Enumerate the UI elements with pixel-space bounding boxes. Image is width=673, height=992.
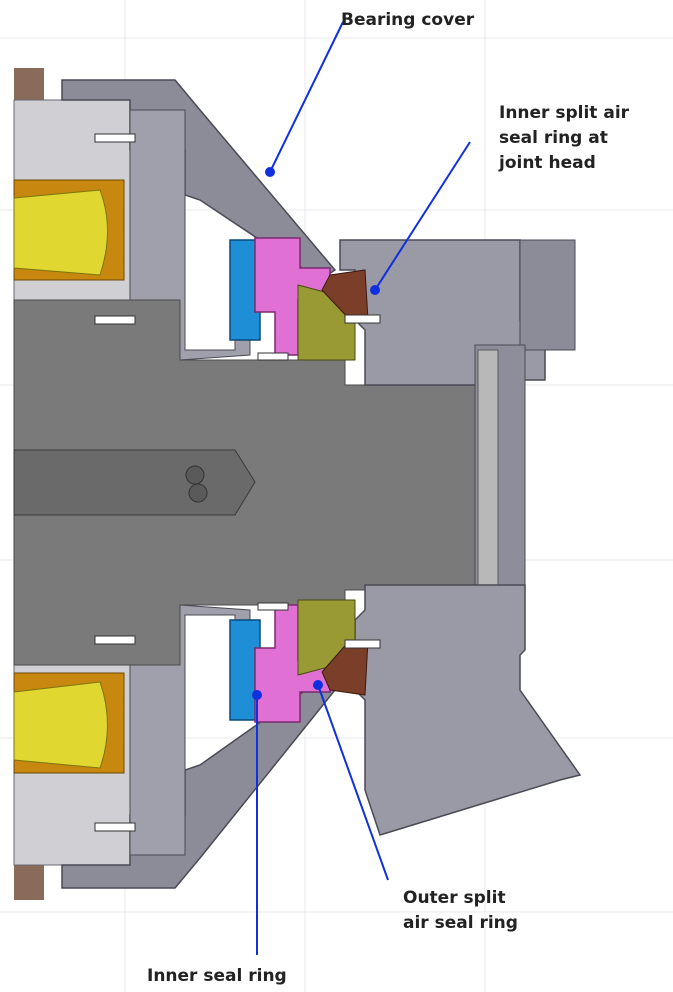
label-inner-seal-line-1: Inner seal ring	[147, 966, 287, 986]
bore-hole-lower	[188, 483, 208, 503]
bolts	[94, 133, 381, 832]
label-inner-split-air-seal-ring: Inner split air seal ring at joint head	[499, 101, 629, 176]
shaft-bore	[13, 449, 256, 516]
callout-lines	[252, 21, 471, 955]
label-outer-split-air-seal-ring: Outer split air seal ring	[403, 886, 518, 936]
bearing-roller-top	[13, 189, 108, 276]
callout-dot-outer-split	[313, 680, 323, 690]
label-inner-split-line-3: joint head	[499, 153, 596, 173]
label-inner-split-line-1: Inner split air	[499, 103, 630, 123]
callout-dot-inner-split	[370, 285, 380, 295]
label-inner-split-line-2: seal ring at	[499, 128, 608, 148]
label-bearing-cover-line-1: Bearing cover	[341, 10, 475, 30]
callout-dot-inner-seal	[252, 690, 262, 700]
bearing-roller-bottom	[13, 681, 108, 769]
label-bearing-cover: Bearing cover	[341, 8, 474, 33]
housing-edge-bottom	[14, 860, 44, 900]
label-outer-split-line-1: Outer split	[403, 888, 506, 908]
joint-head-flange-plate	[477, 349, 499, 591]
bore-hole-upper	[185, 465, 205, 485]
joint-head-right-block	[519, 239, 576, 351]
joint-head-bottom	[354, 584, 582, 836]
inner-seal-ring-top	[229, 239, 261, 341]
label-inner-seal-ring: Inner seal ring	[147, 964, 287, 989]
callout-dot-bearing-cover	[265, 167, 275, 177]
label-outer-split-line-2: air seal ring	[403, 913, 518, 933]
